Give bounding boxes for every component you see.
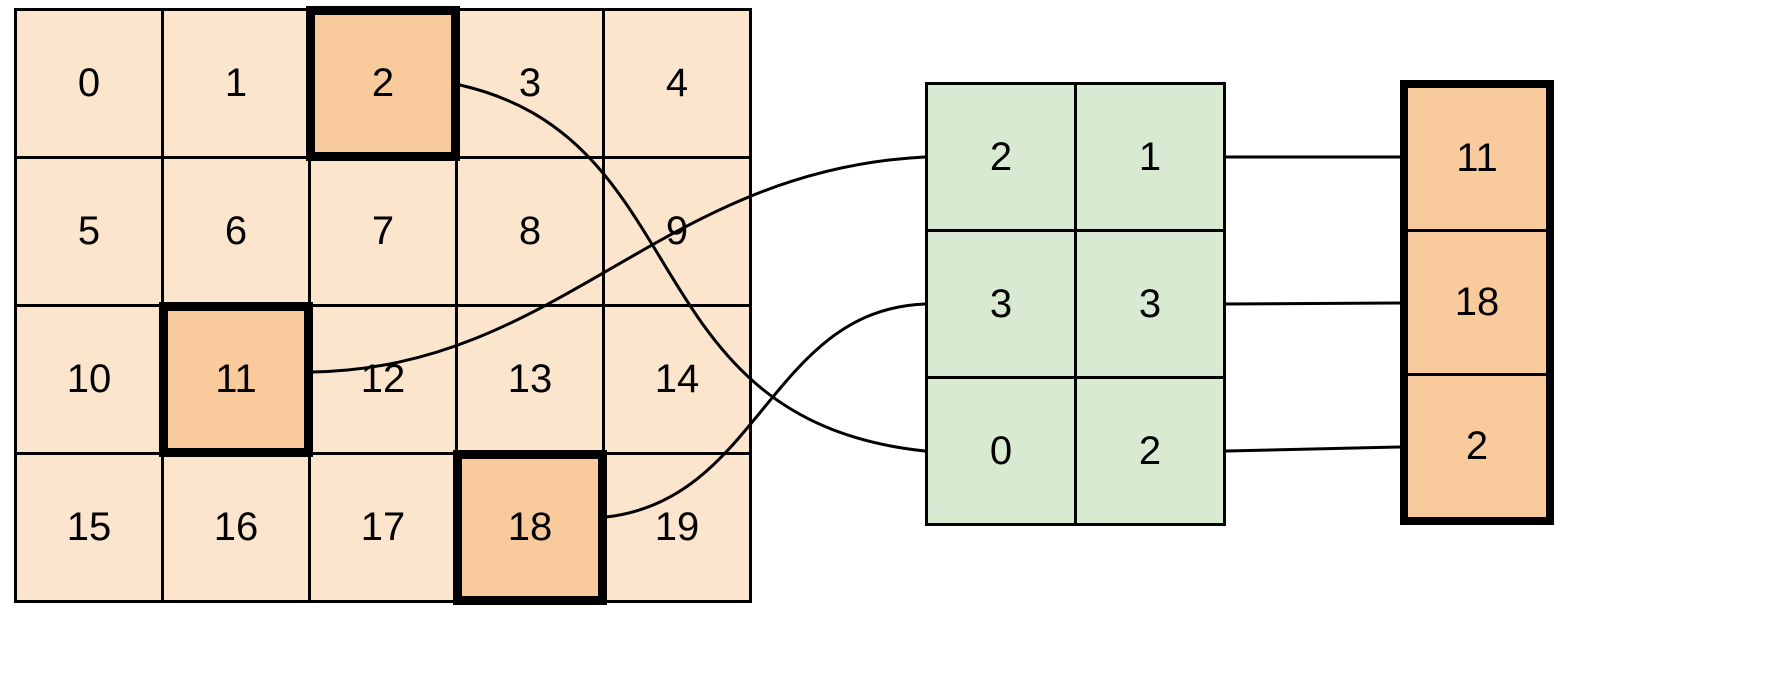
- grid-cell-6: 6: [164, 159, 308, 304]
- index-cell-row1-col0: 3: [928, 232, 1074, 376]
- grid-cell-18: 18: [458, 455, 602, 600]
- grid-cell-1: 1: [164, 11, 308, 156]
- grid-cell-0: 0: [17, 11, 161, 156]
- result-cell-18: 18: [1408, 232, 1546, 373]
- grid-cell-5: 5: [17, 159, 161, 304]
- index-cell-row0-col0: 2: [928, 85, 1074, 229]
- grid-cell-4: 4: [605, 11, 749, 156]
- grid-cell-2: 2: [311, 11, 455, 156]
- index-cell-row1-col1: 3: [1077, 232, 1223, 376]
- index-cell-row2-col0: 0: [928, 379, 1074, 523]
- grid-cell-3: 3: [458, 11, 602, 156]
- grid-cell-12: 12: [311, 307, 455, 452]
- grid-cell-8: 8: [458, 159, 602, 304]
- grid-cell-16: 16: [164, 455, 308, 600]
- connector-index-row3-to-result-2: [1224, 445, 1402, 453]
- index-cell-row2-col1: 2: [1077, 379, 1223, 523]
- grid-cell-11: 11: [164, 307, 308, 452]
- result-cell-2: 2: [1408, 376, 1546, 517]
- grid-cell-14: 14: [605, 307, 749, 452]
- grid-cell-19: 19: [605, 455, 749, 600]
- result-cell-11: 11: [1408, 88, 1546, 229]
- grid-cell-13: 13: [458, 307, 602, 452]
- connector-index-row2-to-result-18: [1224, 301, 1402, 306]
- index-cell-row0-col1: 1: [1077, 85, 1223, 229]
- grid-cell-10: 10: [17, 307, 161, 452]
- grid-cell-7: 7: [311, 159, 455, 304]
- grid-cell-9: 9: [605, 159, 749, 304]
- grid-cell-15: 15: [17, 455, 161, 600]
- grid-cell-17: 17: [311, 455, 455, 600]
